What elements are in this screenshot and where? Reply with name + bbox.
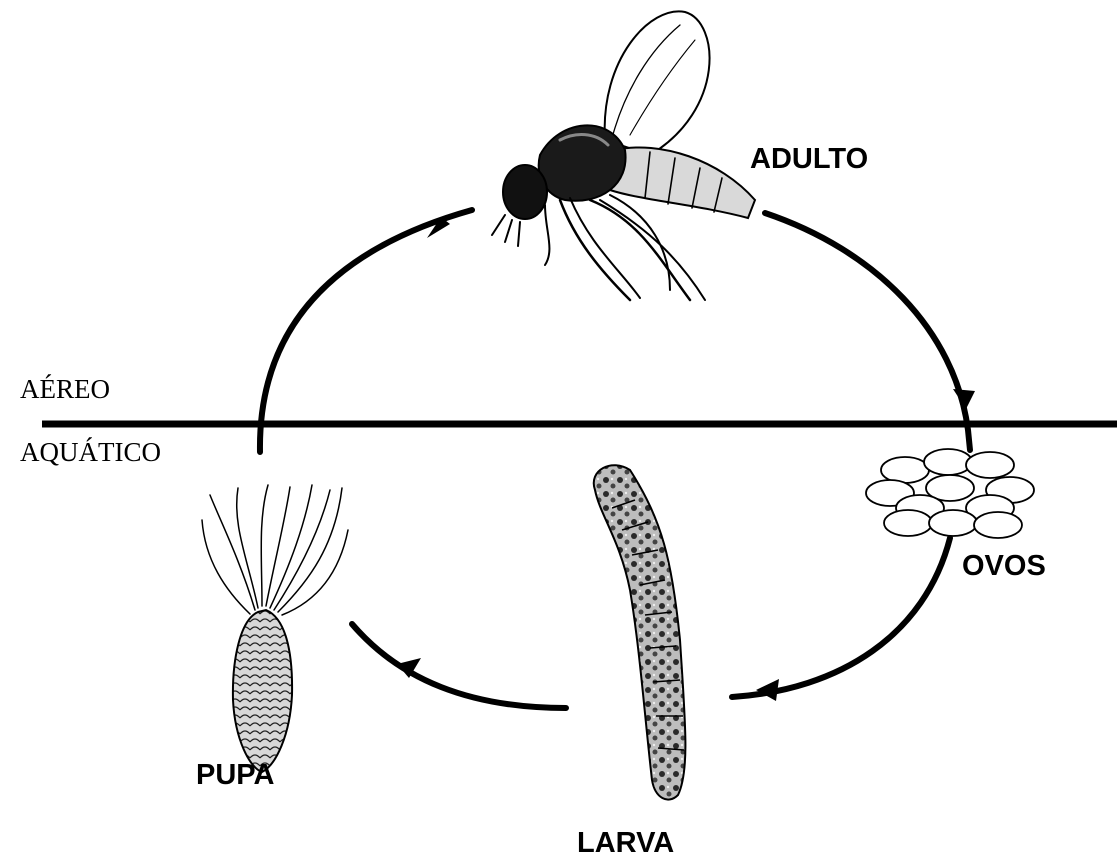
arrow-eggs-to-larva [732, 538, 950, 697]
pupa-icon [202, 485, 348, 772]
arrowhead-left-lower-right [756, 679, 779, 701]
egg-cluster-icon [866, 449, 1034, 538]
arrow-larva-to-pupa [352, 624, 566, 708]
stage-label-larva: LARVA [577, 827, 674, 859]
zone-label-aquatic: AQUÁTICO [20, 437, 161, 467]
larva-icon [594, 465, 686, 799]
stage-label-pupa: PUPA [196, 759, 274, 791]
arrow-adult-to-eggs [765, 213, 970, 450]
stage-label-eggs: OVOS [962, 550, 1046, 582]
zone-label-aerial: AÉREO [20, 374, 110, 404]
arrowheads [397, 217, 975, 701]
arrow-pupa-to-adult [260, 210, 472, 452]
midge-adult-icon [492, 11, 755, 300]
stage-label-adult: ADULTO [750, 143, 868, 175]
